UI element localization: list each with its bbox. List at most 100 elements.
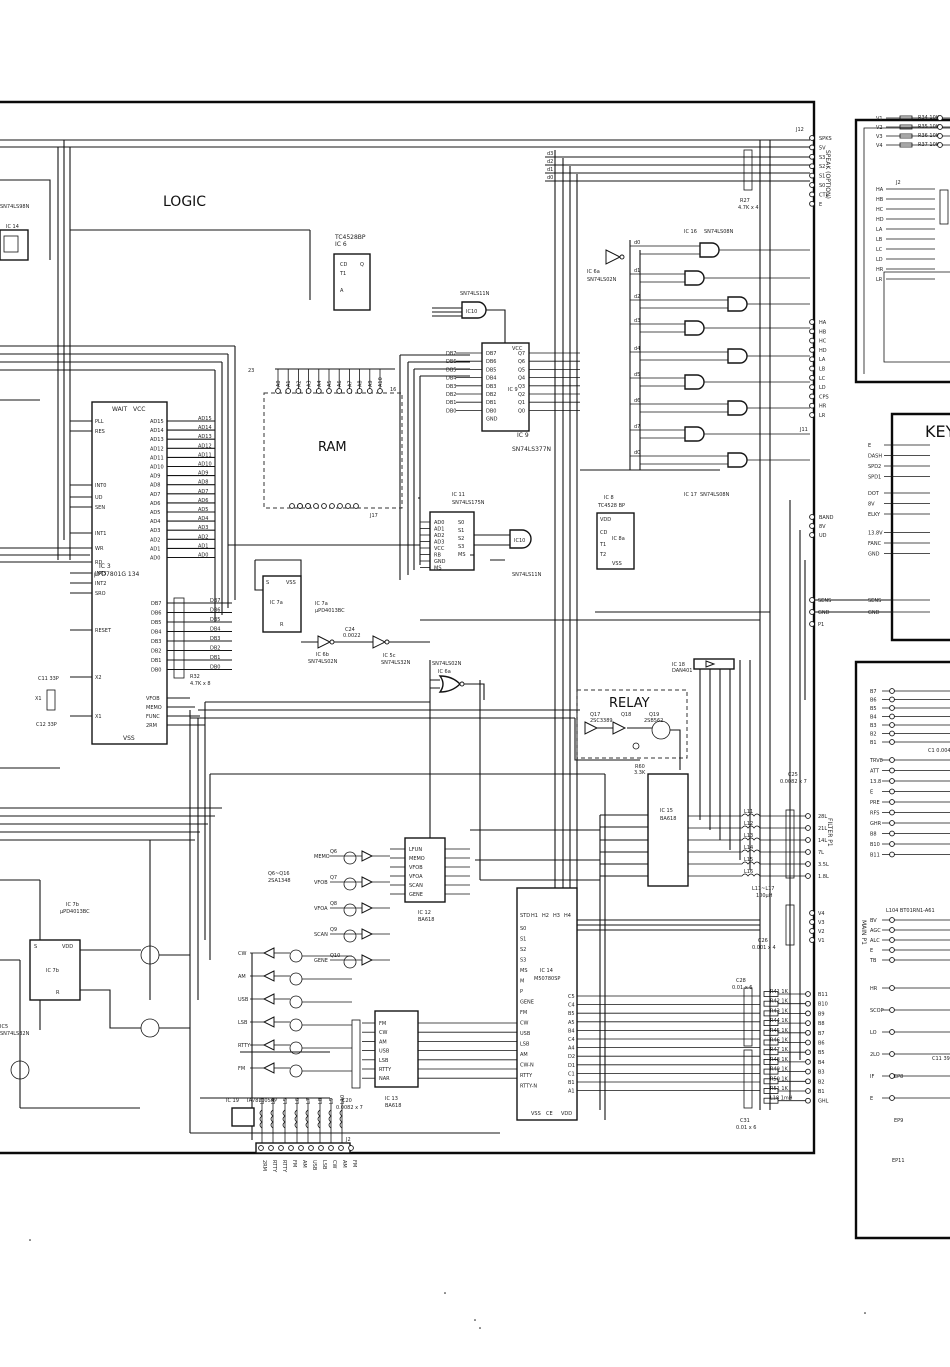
ic3-pin-sro: SRO xyxy=(95,591,106,597)
ram-pin-a6: A6 xyxy=(337,380,343,387)
ic10-part: SN74LS11N xyxy=(460,291,490,297)
ic3-pin-func: FUNC xyxy=(146,714,160,720)
main-pin-14 xyxy=(889,830,895,837)
keyer-board-border xyxy=(890,412,950,642)
ic3-pin-int0: INT0 xyxy=(95,483,106,489)
ic13-part: BA618 xyxy=(385,1103,401,1109)
ic9-out-4: Q3 xyxy=(518,384,525,390)
filter-label-21l: 21L xyxy=(818,826,827,832)
choke-l10 xyxy=(339,1109,343,1129)
main-pin-8 xyxy=(889,767,895,774)
mode-diode-fm xyxy=(262,1062,275,1074)
svg-text:Q6~Q16: Q6~Q16 xyxy=(268,871,290,877)
j2-pin-7-cw xyxy=(328,1145,334,1151)
choke-label-6: L9 xyxy=(329,1098,335,1104)
switch-diode-3 xyxy=(361,928,374,940)
mode-label-fm: FM xyxy=(238,1066,245,1072)
main-label-26-if: IF xyxy=(870,1074,874,1080)
right-j2-label-hd-3: HD xyxy=(876,217,884,223)
ic14-top-pin-h3: H3 xyxy=(553,913,560,919)
inductor-label-0: L11 xyxy=(744,809,753,815)
j12-pin-s2 xyxy=(809,163,815,170)
j12-pin-e xyxy=(809,200,815,207)
j12-label-ctl: CTL xyxy=(819,192,829,198)
j11-pin-lr xyxy=(809,412,815,418)
svg-text:2SA1348: 2SA1348 xyxy=(268,878,291,884)
ram-pin-dot-a2 xyxy=(295,388,302,394)
bus-label-ad15: AD15 xyxy=(198,416,212,422)
ram-pin-a4: A4 xyxy=(317,380,323,387)
ic14-rpin-5: C4 xyxy=(568,1037,575,1043)
main-label-9-13-8: 13.8 xyxy=(870,779,881,785)
ram-pin-dot-a1 xyxy=(285,388,292,394)
band-pin-b2 xyxy=(805,1078,811,1085)
svg-text:X1: X1 xyxy=(35,696,42,702)
band-pin-b11 xyxy=(805,991,811,997)
right-upper-inner-border xyxy=(883,271,950,363)
ic7a: S VSS IC 7a R IC 7a μPD4013BC xyxy=(254,559,345,633)
switch-label-gene: GENE xyxy=(314,958,328,964)
gate-input-d4: d4 xyxy=(634,346,640,352)
ic3-pin-db1: DB1 xyxy=(151,658,161,664)
ic3-pin-rd: RD xyxy=(95,560,102,566)
ic9-name: IC 9 xyxy=(517,432,529,439)
ic6a-part: SN74LS02N xyxy=(432,661,462,667)
ic9-input-db4: DB4 xyxy=(446,376,456,382)
right-upper-inner-edge xyxy=(863,127,950,374)
right-top-pin-0 xyxy=(937,115,943,121)
ic3-pin-ad6: AD6 xyxy=(150,501,160,507)
svg-text:IC 6a: IC 6a xyxy=(438,669,451,675)
ic11-name: IC 11 xyxy=(452,492,465,498)
main-pin-13 xyxy=(889,820,895,826)
right-j2-label-lc-6: LC xyxy=(876,247,883,253)
capacitor-packs: C25 0.0082 x 7 C26 0.001 x 4 C28 0.01 x … xyxy=(336,772,807,1131)
main-pin-26 xyxy=(889,1073,895,1079)
j11-pin-ld xyxy=(809,384,815,390)
j2-label-7-cw: CW xyxy=(331,1160,337,1168)
db-bus-db4: DB4 xyxy=(210,627,220,633)
j2-name: J2 xyxy=(345,1137,351,1143)
ram-data-pin-6 xyxy=(345,503,351,509)
band-pin-b1 xyxy=(805,1088,811,1094)
v-pin-v1 xyxy=(809,937,815,943)
db-bus-db6: DB6 xyxy=(210,608,220,614)
gate-input-d0: d0 xyxy=(634,240,640,246)
j2-pin-8-am xyxy=(338,1145,344,1151)
inductor-l12 xyxy=(741,825,761,829)
v-pin-v3 xyxy=(809,919,815,925)
inductor-l13 xyxy=(741,837,761,841)
ic17-part: SN74LS08N xyxy=(700,492,730,498)
v-pin-v4 xyxy=(809,910,815,916)
ic11-out-ms: MS xyxy=(458,552,466,558)
right-top-label-v3: V3 xyxy=(876,134,883,140)
j11-pin-ha xyxy=(809,319,815,325)
ic14-pin-am: AM xyxy=(520,1052,528,1058)
choke-label-3: L6 xyxy=(295,1098,301,1104)
j2-pin-1-rtty xyxy=(268,1145,274,1151)
mode-transistor-fm xyxy=(289,1064,303,1078)
keyer-labels: EDASHSPD2SPD1DOT8VELKY13.8VFANCGNDSENSGN… xyxy=(868,443,930,616)
ic18-dan401: IC 18 DAN401 xyxy=(672,658,735,674)
switch-label-vfoa: VFOA xyxy=(314,906,328,912)
j12-label-5v: 5V xyxy=(819,145,826,151)
mode-diode-lsb xyxy=(262,1016,275,1028)
switch-q-label-2: Q8 xyxy=(330,901,337,907)
j12-label-s2: S2 xyxy=(819,164,825,170)
main-label-23-scop: SCOP xyxy=(870,1008,884,1014)
ic13-pin-rtty: RTTY xyxy=(379,1067,392,1073)
svg-text:R60: R60 xyxy=(635,764,645,770)
ic6-part: TC4528BP xyxy=(334,234,366,241)
keyer-label-10-sens: SENS xyxy=(868,598,881,604)
ic3-part: μPD7801G 134 xyxy=(94,571,140,578)
keyer-label-0-e: E xyxy=(868,443,871,449)
svg-text:C31: C31 xyxy=(740,1118,750,1124)
ic3-pin-db0: DB0 xyxy=(151,668,161,674)
svg-text:Q17: Q17 xyxy=(590,712,600,718)
right-top-label-v1: V1 xyxy=(876,116,883,122)
choke-l8 xyxy=(317,1109,321,1129)
